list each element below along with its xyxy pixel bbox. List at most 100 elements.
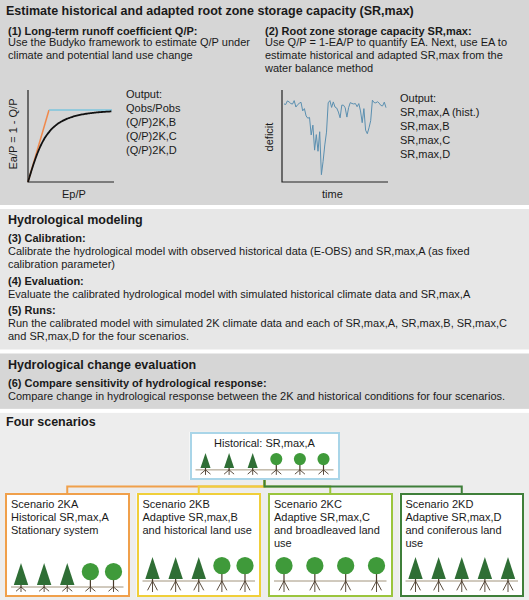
box-fill [268,493,393,597]
connector [67,480,264,493]
tree-root [372,581,377,590]
broadleaf-tree [368,557,385,574]
tree-root [345,581,346,592]
tree-root [224,470,229,474]
band-fill [0,354,529,409]
tree-root [315,581,320,590]
tree-root [39,587,44,591]
node-heading: Scenario 2KB [143,498,256,511]
tree-root [90,587,95,591]
tree-root [485,581,490,590]
conifer-tree [224,453,234,468]
tree-root [217,581,222,590]
conifer-tree [145,557,159,579]
broadleaf-tree [337,557,354,574]
tree-group [143,557,256,592]
broadleaf-tree [213,557,230,574]
tree-root [284,581,289,590]
tree-root [434,581,439,590]
tree-root [240,581,245,590]
node-text: Historical SR,max,A Stationary system [11,511,124,537]
node-text: Calibrate the hydrological model with ob… [8,245,521,271]
output-heading: Output: [126,88,162,101]
tree-root [484,581,485,592]
broadleaf-tree [294,453,306,465]
node-heading: Hydrological modeling [8,213,521,228]
conifer-tree [478,557,492,579]
deficit-series [284,100,386,174]
tree-root [377,581,382,590]
tree-root [341,581,346,590]
tree-root [44,587,49,591]
scenario-box: Scenario 2KAHistorical SR,max,A Stationa… [5,493,130,597]
tree-root [503,581,508,590]
tree-root [245,581,250,590]
node-heading: Scenario 2KD [406,498,519,511]
node-text: Adaptive SR,max,D and coniferous land us… [406,511,519,551]
tree-root [109,587,114,591]
tree-root [67,587,72,591]
scenario-band: Four scenariosHistorical: SR,max,A Scenar… [0,413,529,600]
output-item: (Q/P)2K,C [126,130,177,143]
output-item: Qobs/Pobs [126,102,180,115]
tree-root [62,587,67,591]
conifer-tree [501,557,515,579]
node-heading: Scenario 2KA [11,498,124,511]
chart-axes [28,90,114,182]
broadleaf-tree [82,563,99,580]
tree-root [21,587,26,591]
tree-group [274,557,387,592]
tree-root [411,581,416,590]
tree-root [415,581,416,592]
tree-root [508,581,513,590]
node-heading: Four scenarios [6,415,96,430]
connector [199,480,265,493]
tree-root [152,581,153,592]
tree-root [300,470,305,474]
connector [265,480,462,493]
tree-root [201,470,206,474]
node-text: (5) Runs: [8,304,521,317]
conifer-tree [60,563,74,585]
step-band: Estimate historical and adapted root zon… [0,0,529,205]
tree-root [416,581,421,590]
output-item: SR,max,C [400,134,450,147]
tree-root [198,581,199,592]
tree-root [245,581,246,592]
tree-root [229,470,234,474]
output-item: SR,max,A (hist.) [400,106,479,119]
tree-root [114,587,119,591]
node-text: Adaptive SR,max,C and broadleaved land u… [274,511,387,551]
axis-label: time [322,188,343,201]
broadleaf-tree [105,563,122,580]
tree-root [284,581,285,592]
node-heading: Estimate historical and adapted root zon… [6,4,521,19]
tree-root [508,581,509,592]
ground-line [196,469,334,470]
conifer-tree [192,557,206,579]
tree-root [295,470,300,474]
historical-box: Historical: SR,max,A [190,432,340,480]
tree-group [406,557,519,592]
tree-root [461,581,462,592]
tree-root [175,581,176,592]
output-heading: Output: [400,92,436,105]
tree-root [346,581,351,590]
node-text: (6) Compare sensitivity of hydrological … [8,377,521,390]
tree-root [319,470,324,474]
box-fill [137,493,262,597]
tree-root [16,587,21,591]
conifer-tree [200,453,210,468]
tree-root [194,581,199,590]
box-fill [400,493,525,597]
axis-label: Ea/P = 1 - Q/P [7,98,20,169]
chart-axes [282,90,388,182]
tree-root [324,470,329,474]
ground-line [274,581,387,582]
tree-root [199,581,204,590]
water-limit-line [49,109,112,111]
output-item: (Q/P)2K,D [126,144,177,157]
broadleaf-tree [306,557,323,574]
